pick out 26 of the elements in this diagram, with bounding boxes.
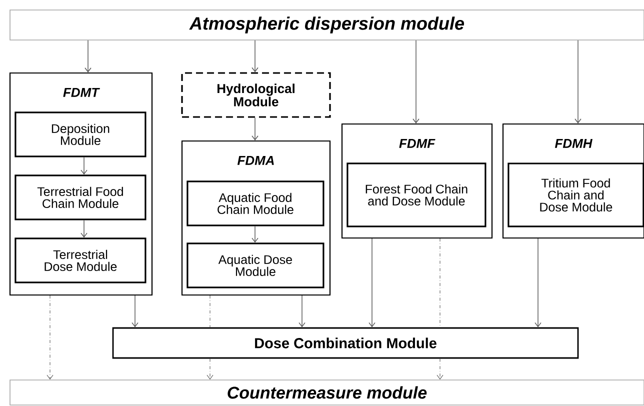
module-band: Countermeasure module bbox=[10, 380, 644, 406]
arrow bbox=[252, 40, 258, 72]
arrow bbox=[80, 220, 88, 238]
process-box: Dose Combination Module bbox=[112, 327, 579, 359]
arrow bbox=[252, 117, 258, 140]
module-box: Terrestrial Dose Module bbox=[14, 238, 146, 284]
arrow bbox=[252, 226, 258, 243]
arrow bbox=[132, 295, 138, 328]
arrow bbox=[368, 238, 376, 328]
arrow bbox=[46, 295, 54, 380]
arrow bbox=[574, 40, 582, 124]
module-box: Aquatic Dose Module bbox=[186, 242, 324, 288]
module-box: Tritium Food Chain and Dose Module bbox=[508, 162, 644, 228]
arrow bbox=[412, 40, 420, 124]
arrow bbox=[436, 358, 444, 380]
module-band: Atmospheric dispersion module bbox=[10, 10, 644, 40]
arrow bbox=[84, 40, 92, 72]
module-box: Aquatic Food Chain Module bbox=[186, 180, 324, 226]
arrow bbox=[206, 358, 214, 380]
arrow bbox=[298, 295, 306, 328]
arrow bbox=[534, 238, 542, 328]
arrow bbox=[80, 156, 88, 175]
module-box: Terrestrial Food Chain Module bbox=[14, 174, 146, 220]
module-box: Deposition Module bbox=[14, 112, 146, 158]
module-box: Hydrological Module bbox=[181, 72, 331, 118]
module-box: Forest Food Chain and Dose Module bbox=[346, 162, 486, 228]
